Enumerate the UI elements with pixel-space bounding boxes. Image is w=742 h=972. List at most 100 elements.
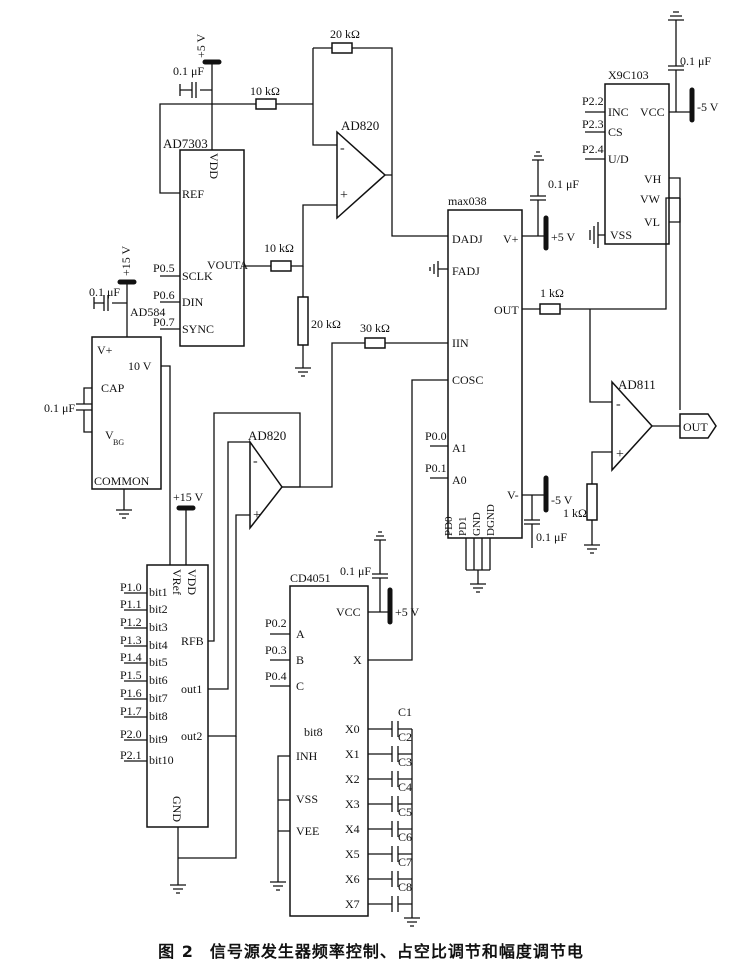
max038-vplus-pin: V+ — [503, 232, 519, 246]
cap-c1: C1 — [398, 705, 412, 719]
ad584-block: AD584 V+ 10 V CAP V BG COMMON +15 V 0.1 … — [44, 245, 171, 565]
cd4051-channel-x5: X5 — [345, 847, 360, 861]
ad7303-port-din: P0.6 — [153, 288, 175, 302]
ad7303-sclk-pin: SCLK — [182, 269, 213, 283]
dac-out2-wire — [208, 514, 250, 737]
x9c103-chip — [604, 83, 670, 245]
ad584-vbg-pin: V — [105, 428, 114, 442]
dac-port-wires — [124, 592, 147, 762]
max038-port-a0: P0.1 — [425, 461, 447, 475]
r-feedback-20k — [331, 42, 353, 54]
x9c103-port-cs: P2.3 — [582, 117, 604, 131]
ad820-mid-minus: - — [253, 454, 258, 469]
output-label: OUT — [683, 420, 708, 434]
dac-block: VRef VDD RFB out1 out2 GND bit1 bit2 bit… — [120, 412, 301, 894]
dac-port-p15: P1.5 — [120, 668, 142, 682]
figure-number: 图 2 — [158, 942, 194, 961]
dac-rfb-pin: RFB — [181, 634, 204, 648]
dac-out2-pin: out2 — [181, 729, 202, 743]
ad7303-label: AD7303 — [163, 136, 208, 151]
max038-fadj-pin: FADJ — [452, 264, 480, 278]
dac-port-p13: P1.3 — [120, 633, 142, 647]
ad7303-block: AD7303 VDD REF VOUTA SCLK DIN SYNC P0.5 … — [153, 33, 341, 377]
cd4051-label: CD4051 — [290, 571, 331, 585]
ad584-decoupling-cap — [93, 295, 127, 311]
cd4051-vss-pin: VSS — [296, 792, 318, 806]
ad584-ground-icon — [116, 489, 132, 519]
max038-vminus-pin: V- — [507, 488, 519, 502]
dac-port-p12: P1.2 — [120, 615, 142, 629]
x9c103-cap-value: 0.1 μF — [680, 54, 711, 68]
ad811-opamp — [611, 380, 654, 472]
output-connector — [679, 413, 717, 439]
cd4051-cap-value: 0.1 μF — [340, 564, 371, 578]
dac-out1-wire — [208, 441, 250, 690]
dac-port-p11: P1.1 — [120, 597, 142, 611]
cd4051-channel-labels: X0 X1 X2 X3 X4 X5 X6 X7 — [345, 722, 360, 911]
cap-c4: C4 — [398, 780, 412, 794]
ad584-cap-capacitor — [76, 387, 92, 433]
dac-bit10: bit10 — [149, 753, 174, 767]
ad820-top-label: AD820 — [341, 118, 379, 133]
ad820-top-feedback-wire — [312, 47, 448, 237]
ad7303-vouta-pin: VOUTA — [207, 258, 248, 272]
cap-c6: C6 — [398, 830, 412, 844]
dac-vref-pin: VRef — [170, 569, 184, 595]
x9c103-vh-pin: VH — [644, 172, 662, 186]
x9c103-vw-wire — [669, 197, 681, 410]
x9c103-vl-pin: VL — [644, 215, 660, 229]
cd4051-supply-label: +5 V — [395, 605, 420, 619]
x9c103-ud-pin: U/D — [608, 152, 629, 166]
cd4051-vcc-pin: VCC — [336, 605, 361, 619]
ad584-cap-value: 0.1 μF — [89, 285, 120, 299]
x9c103-inc-pin: INC — [608, 105, 629, 119]
dac-port-p14: P1.4 — [120, 650, 142, 664]
max038-chip — [447, 209, 523, 539]
cd4051-ground-icon — [270, 881, 286, 891]
max038-vplus-cap — [530, 151, 546, 236]
ad584-10v-wire — [161, 365, 171, 565]
dac-gnd-pin: GND — [170, 796, 184, 822]
max038-fadj-ground-icon — [429, 261, 448, 277]
ad811-minus: - — [616, 397, 621, 412]
max038-dadj-pin: DADJ — [452, 232, 483, 246]
max038-vminus-label: -5 V — [551, 493, 573, 507]
cd4051-cap-ground-icon — [404, 917, 420, 927]
dac-bit2: bit2 — [149, 602, 168, 616]
ad584-cap-capacitor-value: 0.1 μF — [44, 401, 75, 415]
x9c103-cs-pin: CS — [608, 125, 623, 139]
cd4051-port-wires — [270, 633, 290, 687]
max038-dgnd-pin: DGND — [485, 504, 497, 536]
ad584-vplus-pin: V+ — [97, 343, 113, 357]
x9c103-port-wires — [585, 111, 605, 160]
dac-bit6: bit6 — [149, 673, 168, 687]
ad820-top-block: AD820 - + 20 kΩ — [312, 27, 448, 237]
x9c103-vw-pin: VW — [640, 192, 661, 206]
dac-vdd-pin: VDD — [185, 569, 199, 595]
x9c103-port-inc: P2.2 — [582, 94, 604, 108]
cap-c5: C5 — [398, 805, 412, 819]
r-ref-10k — [255, 98, 277, 110]
x9c103-block: X9C103 INC VCC CS U/D VH VW VL VSS P2.2 … — [582, 11, 719, 410]
ad820-top-minus: - — [340, 141, 345, 156]
cd4051-decoupling-cap — [372, 531, 388, 612]
cd4051-channel-x3: X3 — [345, 797, 360, 811]
cd4051-inh-pin: INH — [296, 749, 318, 763]
ad584-common-pin: COMMON — [94, 474, 150, 488]
dac-supply-label: +15 V — [173, 490, 204, 504]
max038-vminus-cap — [524, 495, 540, 548]
ad820-mid-plus: + — [253, 508, 261, 523]
dac-out1-pin: out1 — [181, 682, 202, 696]
cap-c8: C8 — [398, 880, 412, 894]
cd4051-channel-x6: X6 — [345, 872, 360, 886]
cd4051-channel-x4: X4 — [345, 822, 360, 836]
ad820-mid-block: AD820 - + 30 kΩ — [248, 321, 448, 531]
ad820-mid-label: AD820 — [248, 428, 286, 443]
x9c103-label: X9C103 — [608, 68, 649, 82]
dac-bit9: bit9 — [149, 732, 168, 746]
ad584-supply-label: +15 V — [119, 245, 133, 276]
dac-bit8: bit8 — [149, 709, 168, 723]
r-ref-10k-value: 10 kΩ — [250, 84, 280, 98]
dac-bit1: bit1 — [149, 585, 168, 599]
x9c103-vss-ground-icon — [589, 222, 605, 248]
